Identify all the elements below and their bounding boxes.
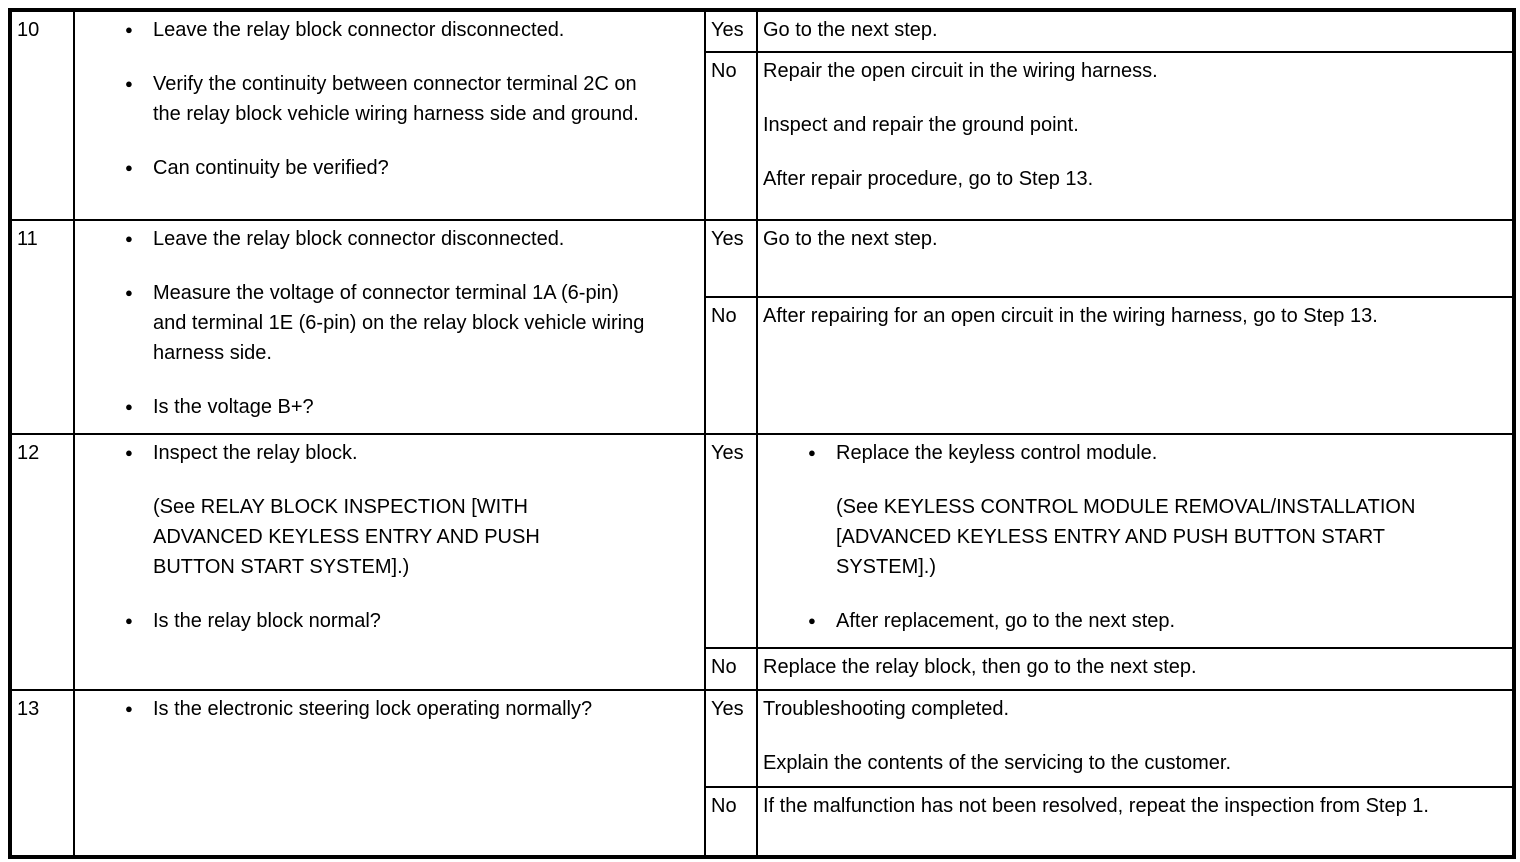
- table-row: No Replace the relay block, then go to t…: [10, 647, 1515, 691]
- action-paragraph: Explain the contents of the servicing to…: [763, 752, 1232, 774]
- answer-yes: Yes: [704, 689, 758, 788]
- inspection-item: ● Leave the relay block connector discon…: [80, 15, 699, 45]
- action-paragraph: Go to the next step.: [763, 19, 938, 41]
- bullet-icon: ●: [125, 613, 133, 628]
- table-row: No Repair the open circuit in the wiring…: [10, 51, 1515, 221]
- step-number-label: 10: [17, 19, 40, 41]
- bullet-icon: ●: [125, 701, 133, 716]
- bullet-icon: ●: [125, 399, 133, 414]
- inspection-item: ● Is the relay block normal?: [80, 606, 699, 636]
- table-row: 13 ● Is the electronic steering lock ope…: [9, 689, 1515, 858]
- table-row: 10 ● Leave the relay block connector dis…: [9, 9, 1515, 221]
- action-cell: Repair the open circuit in the wiring ha…: [756, 51, 1515, 221]
- action-paragraph: Troubleshooting completed.: [763, 698, 1010, 720]
- inspection-item: ● Leave the relay block connector discon…: [80, 224, 699, 254]
- table-row: No If the malfunction has not been resol…: [10, 786, 1515, 858]
- bullet-icon: ●: [125, 22, 133, 37]
- bullet-icon: ●: [125, 76, 133, 91]
- action-cell: ● Replace the keyless control module. (S…: [756, 433, 1515, 649]
- inspection-cell: ● Leave the relay block connector discon…: [73, 9, 706, 221]
- inspection-item: ● Measure the voltage of connector termi…: [80, 278, 699, 368]
- action-paragraph: Inspect and repair the ground point.: [763, 114, 1079, 136]
- troubleshooting-table: 10 ● Leave the relay block connector dis…: [8, 8, 1516, 859]
- action-paragraph: Replace the relay block, then go to the …: [763, 656, 1197, 678]
- action-item: ● Replace the keyless control module. (S…: [763, 438, 1507, 582]
- answer-no: No: [704, 786, 758, 858]
- answer-no: No: [704, 296, 758, 435]
- table-row: No After repairing for an open circuit i…: [10, 296, 1515, 435]
- action-cell: If the malfunction has not been resolved…: [756, 786, 1515, 858]
- bullet-icon: ●: [808, 445, 816, 460]
- action-paragraph: Repair the open circuit in the wiring ha…: [763, 60, 1158, 82]
- action-cell: Replace the relay block, then go to the …: [756, 647, 1515, 691]
- answer-label: No: [711, 656, 737, 678]
- inspection-item-text: Is the voltage B+?: [153, 396, 314, 418]
- step-number: 10: [9, 9, 75, 221]
- inspection-cell: ● Inspect the relay block. (See RELAY BL…: [73, 433, 706, 691]
- bullet-icon: ●: [125, 231, 133, 246]
- inspection-item: ● Is the electronic steering lock operat…: [80, 694, 699, 724]
- action-paragraph: Go to the next step.: [763, 228, 938, 250]
- answer-label: Yes: [711, 442, 744, 464]
- bullet-icon: ●: [125, 160, 133, 175]
- answer-no: No: [704, 51, 758, 221]
- bullet-icon: ●: [808, 613, 816, 628]
- action-cell: Troubleshooting completed. Explain the c…: [756, 689, 1515, 788]
- inspection-item-text: Can continuity be verified?: [153, 157, 389, 179]
- step-number: 13: [9, 689, 75, 858]
- action-item-text: After replacement, go to the next step.: [836, 610, 1176, 632]
- table-row: 12 ● Inspect the relay block. (See RELAY…: [9, 433, 1515, 691]
- bullet-icon: ●: [125, 445, 133, 460]
- action-item: ● After replacement, go to the next step…: [763, 606, 1507, 636]
- action-cell: Go to the next step.: [756, 9, 1515, 53]
- answer-label: No: [711, 795, 737, 817]
- action-paragraph: If the malfunction has not been resolved…: [763, 795, 1429, 817]
- action-item-text: Replace the keyless control module.: [836, 442, 1158, 464]
- inspection-item-note: (See RELAY BLOCK INSPECTION [WITH ADVANC…: [153, 496, 540, 578]
- action-cell: After repairing for an open circuit in t…: [756, 296, 1515, 435]
- answer-label: No: [711, 305, 737, 327]
- inspection-item: ● Verify the continuity between connecto…: [80, 69, 699, 129]
- inspection-item-text: Leave the relay block connector disconne…: [153, 19, 565, 41]
- inspection-item-text: Inspect the relay block.: [153, 442, 358, 464]
- inspection-item: ● Is the voltage B+?: [80, 392, 699, 422]
- answer-label: Yes: [711, 698, 744, 720]
- inspection-cell: ● Leave the relay block connector discon…: [73, 219, 706, 435]
- bullet-icon: ●: [125, 285, 133, 300]
- step-number-label: 12: [17, 442, 40, 464]
- inspection-item-text: Measure the voltage of connector termina…: [153, 282, 645, 364]
- answer-label: Yes: [711, 19, 744, 41]
- inspection-item-text: Is the relay block normal?: [153, 610, 381, 632]
- inspection-item: ● Can continuity be verified?: [80, 153, 699, 183]
- answer-label: No: [711, 60, 737, 82]
- inspection-item: ● Inspect the relay block. (See RELAY BL…: [80, 438, 699, 582]
- action-paragraph: After repairing for an open circuit in t…: [763, 305, 1378, 327]
- action-item-note: (See KEYLESS CONTROL MODULE REMOVAL/INST…: [836, 496, 1416, 578]
- answer-yes: Yes: [704, 9, 758, 53]
- step-number: 11: [9, 219, 75, 435]
- answer-no: No: [704, 647, 758, 691]
- step-number: 12: [9, 433, 75, 691]
- answer-yes: Yes: [704, 433, 758, 649]
- step-number-label: 13: [17, 698, 40, 720]
- inspection-cell: ● Is the electronic steering lock operat…: [73, 689, 706, 858]
- inspection-item-text: Is the electronic steering lock operatin…: [153, 698, 593, 720]
- inspection-item-text: Leave the relay block connector disconne…: [153, 228, 565, 250]
- action-cell: Go to the next step.: [756, 219, 1515, 298]
- action-paragraph: After repair procedure, go to Step 13.: [763, 168, 1094, 190]
- inspection-item-text: Verify the continuity between connector …: [153, 73, 639, 125]
- step-number-label: 11: [17, 228, 38, 250]
- table-row: 11 ● Leave the relay block connector dis…: [9, 219, 1515, 435]
- answer-yes: Yes: [704, 219, 758, 298]
- answer-label: Yes: [711, 228, 744, 250]
